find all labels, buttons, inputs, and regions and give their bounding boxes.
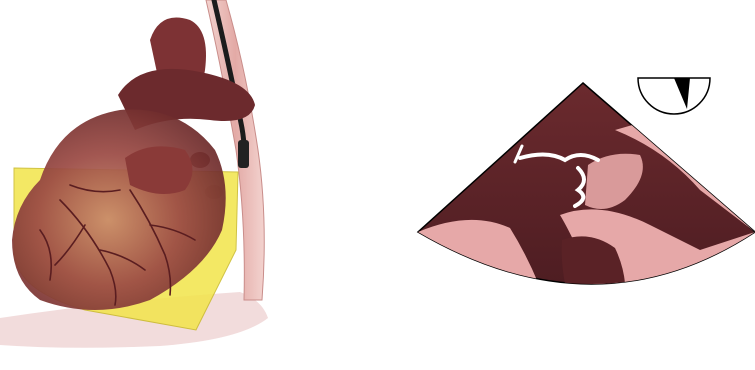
probe-tip	[238, 140, 249, 168]
probe-angle-indicator	[638, 78, 710, 114]
heart-illustration	[0, 0, 268, 348]
echo-sector-view	[418, 83, 755, 340]
indicator-semicircle	[638, 78, 710, 114]
atrium	[125, 146, 193, 194]
